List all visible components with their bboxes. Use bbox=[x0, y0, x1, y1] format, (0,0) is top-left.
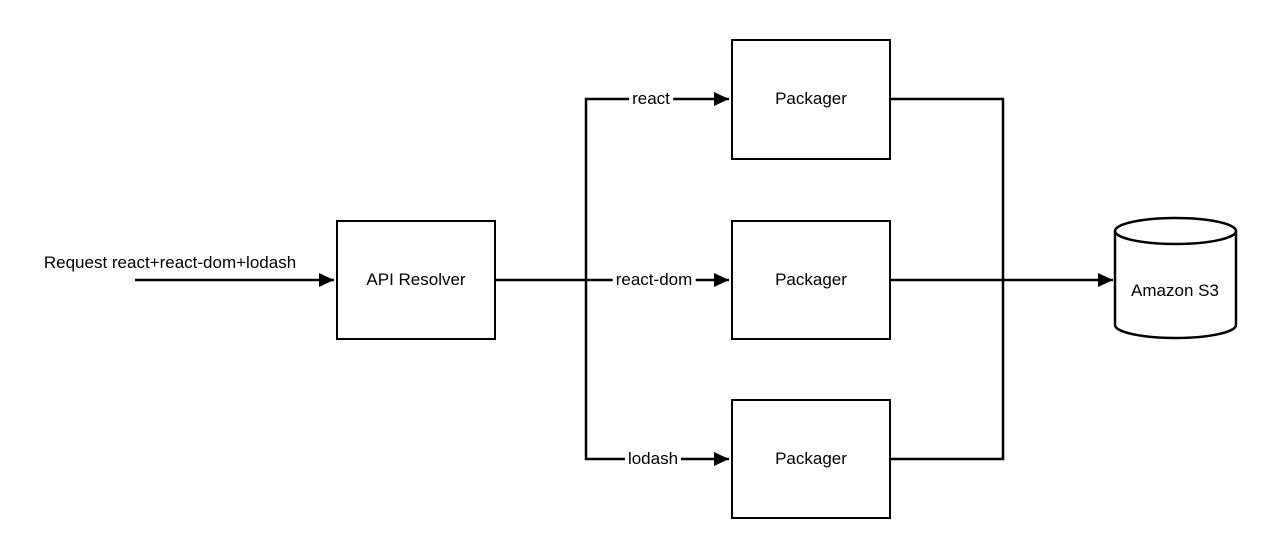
edge-api-resolver-to-packager-react bbox=[584, 92, 729, 280]
edge-label-react: react bbox=[629, 89, 673, 109]
edge-api-resolver-to-packager-lodash bbox=[584, 280, 729, 466]
cylinder-top-ellipse bbox=[1113, 230, 1238, 246]
node-api-resolver: API Resolver bbox=[336, 220, 496, 340]
amazon-s3-cylinder bbox=[1113, 216, 1238, 340]
edge-packager-react-to-collector bbox=[891, 97, 1005, 280]
edge-label-lodash: lodash bbox=[624, 449, 682, 469]
node-packager-react-dom: Packager bbox=[731, 220, 891, 340]
node-packager-react-label: Packager bbox=[775, 89, 847, 109]
node-packager-react: Packager bbox=[731, 39, 891, 160]
cylinder-body bbox=[1113, 216, 1238, 340]
node-packager-lodash: Packager bbox=[731, 399, 891, 519]
node-api-resolver-label: API Resolver bbox=[366, 269, 466, 289]
node-packager-lodash-label: Packager bbox=[775, 448, 847, 468]
node-packager-react-dom-label: Packager bbox=[775, 269, 847, 289]
edge-packager-lodash-to-collector bbox=[891, 280, 1005, 461]
request-label: Request react+react-dom+lodash bbox=[43, 253, 297, 273]
node-amazon-s3-label: Amazon S3 bbox=[1131, 281, 1219, 301]
edge-label-react-dom: react-dom bbox=[612, 270, 696, 290]
